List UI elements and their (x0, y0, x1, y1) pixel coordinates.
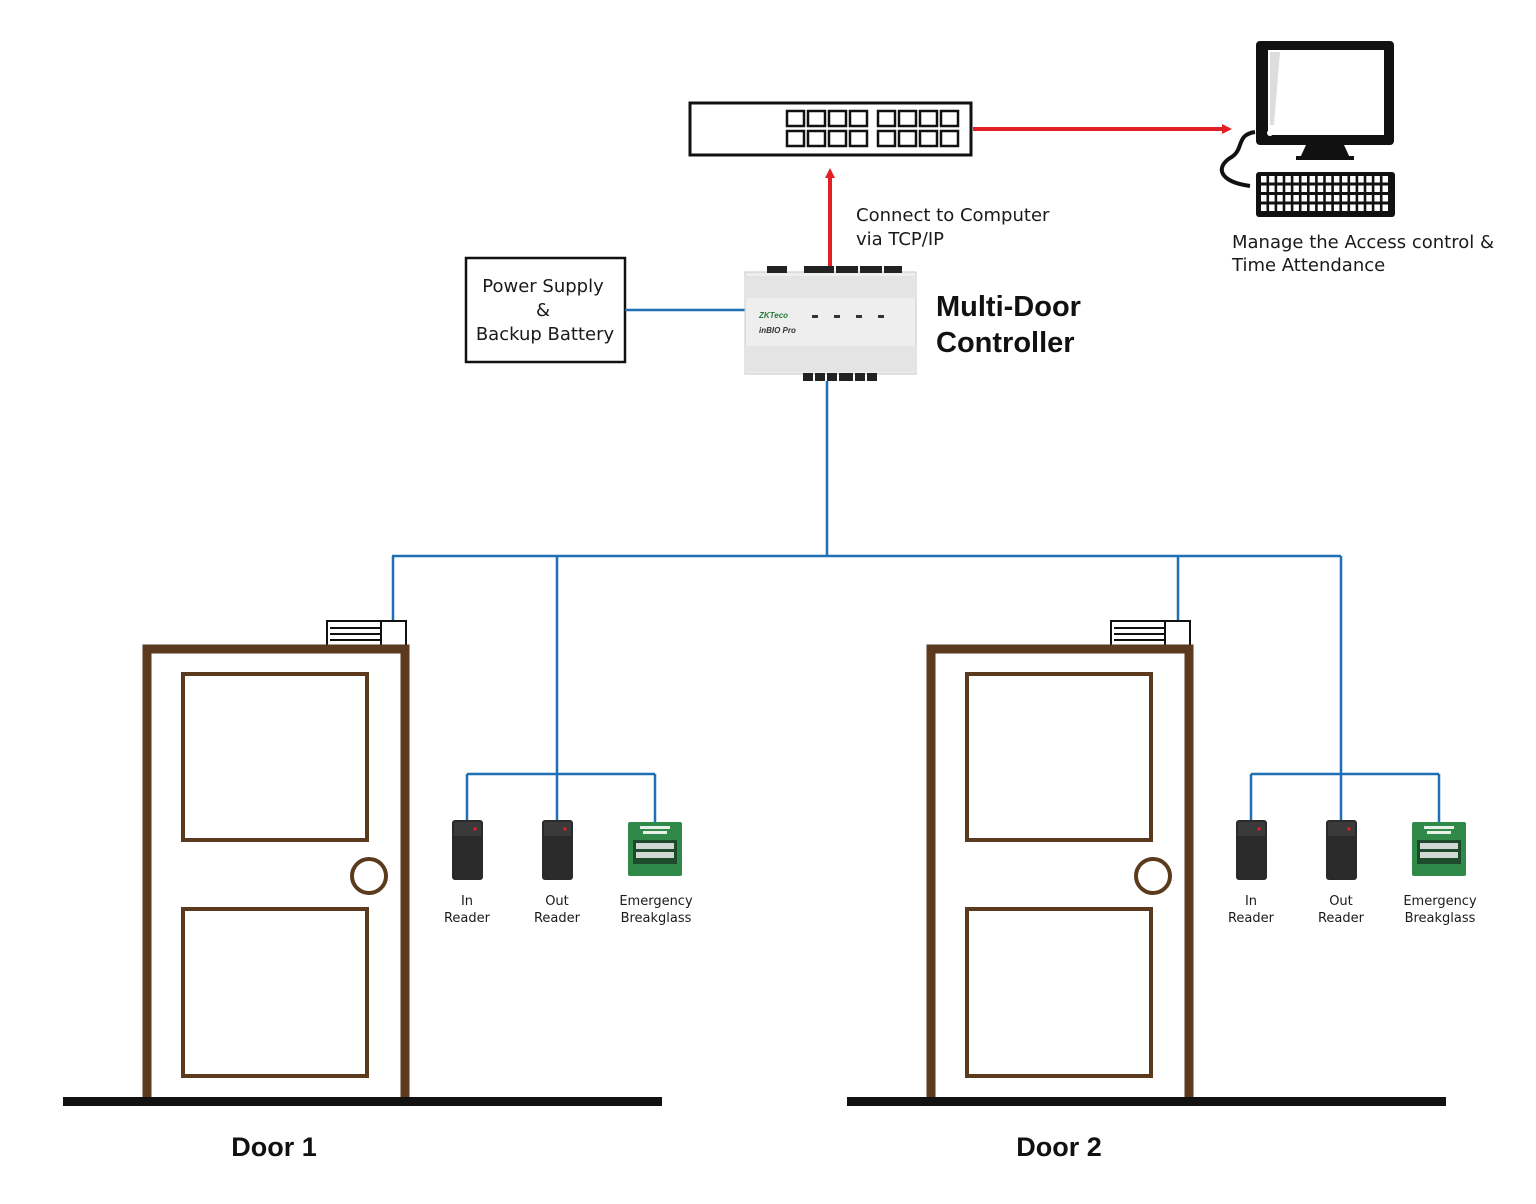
door-2 (926, 620, 1194, 1100)
tcpip-label-line2: via TCP/IP (856, 229, 944, 250)
door1-out-reader-line2: Reader (534, 911, 581, 926)
controller-title-line2: Controller (936, 327, 1075, 359)
door2-out-reader-line2: Reader (1318, 911, 1365, 926)
door2-in-reader-line2: Reader (1228, 911, 1275, 926)
door1-in-reader-line1: In (461, 894, 473, 909)
floor-line-2 (847, 1097, 1446, 1106)
computer-caption-line1: Manage the Access control & (1232, 232, 1494, 253)
door-1 (142, 620, 410, 1100)
tcpip-label-line1: Connect to Computer (856, 205, 1050, 226)
in-reader-icon (1236, 820, 1267, 880)
out-reader-icon (542, 820, 573, 880)
door1-in-reader-line2: Reader (444, 911, 491, 926)
maglock-icon (1110, 620, 1191, 647)
controller-brand: ZKTeco (758, 311, 788, 320)
controller-title-line1: Multi-Door (936, 291, 1081, 323)
door1-label: Door 1 (231, 1132, 317, 1162)
door2-label: Door 2 (1016, 1132, 1102, 1162)
door-knob-icon (1134, 857, 1172, 895)
door1-breakglass-line1: Emergency (619, 894, 693, 909)
breakglass-icon (1412, 822, 1466, 876)
door1-out-reader-line1: Out (545, 894, 569, 909)
power-supply-line2: & (536, 300, 550, 321)
power-supply-line3: Backup Battery (476, 324, 615, 345)
computer-icon (1219, 41, 1395, 217)
breakglass-icon (628, 822, 682, 876)
door2-in-reader-line1: In (1245, 894, 1257, 909)
out-reader-icon (1326, 820, 1357, 880)
in-reader-icon (452, 820, 483, 880)
computer-caption-line2: Time Attendance (1231, 255, 1385, 276)
door-knob-icon (350, 857, 388, 895)
controller-model: inBIO Pro (759, 326, 796, 335)
floor-line-1 (63, 1097, 662, 1106)
door1-breakglass-line2: Breakglass (621, 911, 692, 926)
door2-out-reader-line1: Out (1329, 894, 1353, 909)
power-supply-box: Power Supply & Backup Battery (464, 256, 627, 364)
door2-breakglass-line1: Emergency (1403, 894, 1477, 909)
power-supply-line1: Power Supply (482, 276, 604, 297)
door2-breakglass-line2: Breakglass (1405, 911, 1476, 926)
controller-device: ZKTeco inBIO Pro (744, 266, 917, 381)
maglock-icon (326, 620, 407, 647)
bus-wiring (391, 381, 1441, 822)
network-switch (688, 101, 973, 157)
